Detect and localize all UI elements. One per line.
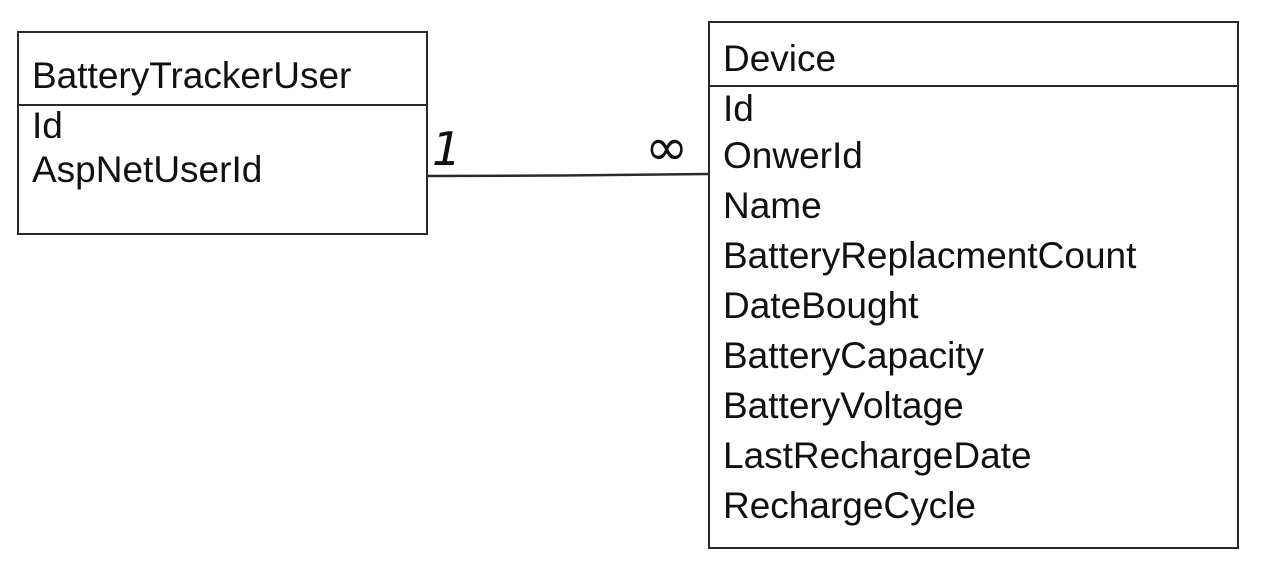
- attribute-item: DateBought: [723, 285, 919, 326]
- cardinality-one-label: 1: [432, 122, 462, 176]
- attribute-item: Name: [723, 185, 822, 226]
- attribute-item: BatteryReplacmentCount: [723, 235, 1137, 276]
- entity-title: Device: [710, 23, 1237, 87]
- attribute-item: BatteryCapacity: [723, 335, 985, 376]
- attribute-item: LastRechargeDate: [723, 435, 1032, 476]
- attribute-item: OnwerId: [723, 135, 863, 176]
- attribute-item: RechargeCycle: [723, 485, 976, 526]
- attribute-item: AspNetUserId: [32, 149, 263, 190]
- attribute-item: Id: [32, 105, 63, 146]
- attribute-item: Id: [723, 88, 754, 129]
- cardinality-many-label: ∞: [645, 118, 689, 178]
- attribute-item: BatteryVoltage: [723, 385, 964, 426]
- entity-title: BatteryTrackerUser: [19, 33, 426, 106]
